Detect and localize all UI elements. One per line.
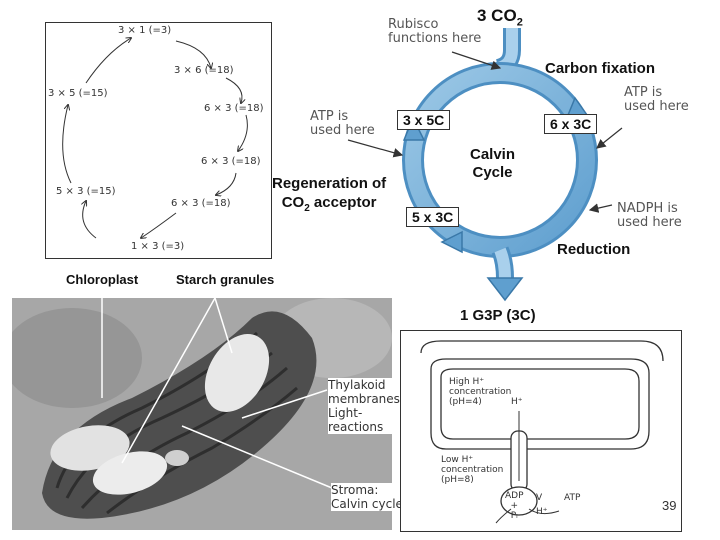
atp-right-note-line2: used here <box>624 99 689 114</box>
sketch-step-2: 3 × 6 (=18) <box>174 65 234 76</box>
stroma-note: Stroma: Calvin cycle <box>331 483 403 511</box>
thylakoid-note-line3: Light- <box>328 406 363 420</box>
pi-label: Pᵢ <box>510 511 518 521</box>
nadph-note: NADPH is used here <box>617 202 682 230</box>
center-line-2: Cycle <box>472 164 513 181</box>
low-h-note: Low H⁺ concentration (pH=8) <box>441 455 503 485</box>
thylakoid-note-line1: Thylakoid <box>328 378 386 392</box>
rubisco-note-line1: Rubisco <box>388 17 439 32</box>
sketch-step-7: 5 × 3 (=15) <box>56 186 116 197</box>
nadph-note-line1: NADPH is <box>617 201 678 216</box>
atp-right-pointer <box>596 127 623 149</box>
h-top-label: H⁺ <box>511 397 523 407</box>
low-h-line1: Low H⁺ <box>441 455 474 465</box>
sketch-step-4: 6 × 3 (=18) <box>201 156 261 167</box>
high-h-note: High H⁺ concentration (pH=4) <box>449 377 511 407</box>
sketch-step-8: 3 × 5 (=15) <box>48 88 108 99</box>
sketch-step-1: 3 × 1 (=3) <box>118 25 172 36</box>
rubisco-note: Rubisco functions here <box>388 18 481 46</box>
atp-synthase-sketch: High H⁺ concentration (pH=4) H⁺ Low H⁺ c… <box>400 330 682 532</box>
nadph-note-line2: used here <box>617 215 682 230</box>
starch-granule-1 <box>204 334 270 412</box>
regen-line-1: Regeneration of <box>272 175 387 192</box>
carbon-count-sketch: 3 × 1 (=3) 3 × 6 (=18) 6 × 3 (=18) 6 × 3… <box>45 22 272 259</box>
v-label: V <box>536 493 543 503</box>
atp-label: ATP <box>564 493 581 503</box>
thylakoid-note-line4: reactions <box>328 420 384 434</box>
three-5c-box: 3 x 5C <box>397 110 451 130</box>
ring-arrowhead-reduction <box>440 230 463 254</box>
chloroplast-label: Chloroplast <box>66 272 139 287</box>
atp-right-note-line1: ATP is <box>624 85 663 100</box>
co2-input-label: 3 CO2 <box>477 6 523 29</box>
output-arrowhead <box>486 277 524 302</box>
center-line-1: Calvin <box>470 146 516 163</box>
thylakoid-note: Thylakoid membranes: Light- reactions <box>328 378 404 434</box>
thylakoid-membrane-drawing <box>420 340 664 524</box>
thylakoid-note-line2: membranes: <box>328 392 404 406</box>
rubisco-note-line2: functions here <box>388 31 482 46</box>
nadph-pointer <box>588 203 613 213</box>
high-h-line2: concentration <box>449 387 512 397</box>
regen-line-2: CO2 acceptor <box>281 194 377 214</box>
h-bottom-label: H⁺ <box>536 507 548 517</box>
calvin-cycle-graphic <box>347 28 623 302</box>
atp-left-note-line2: used here <box>310 123 375 138</box>
g3p-output-label: 1 G3P (3C) <box>460 307 536 324</box>
page-number: 39 <box>662 498 677 513</box>
plus-label: + <box>510 501 519 511</box>
high-h-line3: (pH=4) <box>449 397 482 407</box>
carbon-fixation-label: Carbon fixation <box>545 60 656 77</box>
calvin-center-label: Calvin Cycle <box>470 146 515 182</box>
adp-label: ADP <box>505 491 524 501</box>
sketch-step-6: 1 × 3 (=3) <box>131 241 185 252</box>
reduction-label: Reduction <box>557 241 631 258</box>
starch-granule-2 <box>50 425 130 471</box>
regeneration-label: Regeneration of CO2 acceptor <box>272 174 386 218</box>
adp-pi-group: ADP + Pᵢ <box>505 491 524 521</box>
atp-left-note: ATP is used here <box>310 110 375 138</box>
starch-granules-label: Starch granules <box>176 272 275 287</box>
stroma-note-line2: Calvin cycle <box>331 497 403 511</box>
high-h-line1: High H⁺ <box>449 377 485 387</box>
atp-left-pointer <box>347 139 404 158</box>
stroma-note-line1: Stroma: <box>331 483 379 497</box>
sketch-step-5: 6 × 3 (=18) <box>171 198 231 209</box>
low-h-line3: (pH=8) <box>441 475 474 485</box>
low-h-line2: concentration <box>441 465 504 475</box>
atp-right-note: ATP is used here <box>624 86 689 114</box>
atp-left-note-line1: ATP is <box>310 109 349 124</box>
rubisco-pointer <box>451 51 502 70</box>
five-3c-box: 5 x 3C <box>406 207 460 227</box>
starch-granule-3 <box>92 451 168 495</box>
sketch-cycle-arrows <box>62 23 248 258</box>
sketch-step-3: 6 × 3 (=18) <box>204 103 264 114</box>
six-3c-box: 6 x 3C <box>544 114 598 134</box>
